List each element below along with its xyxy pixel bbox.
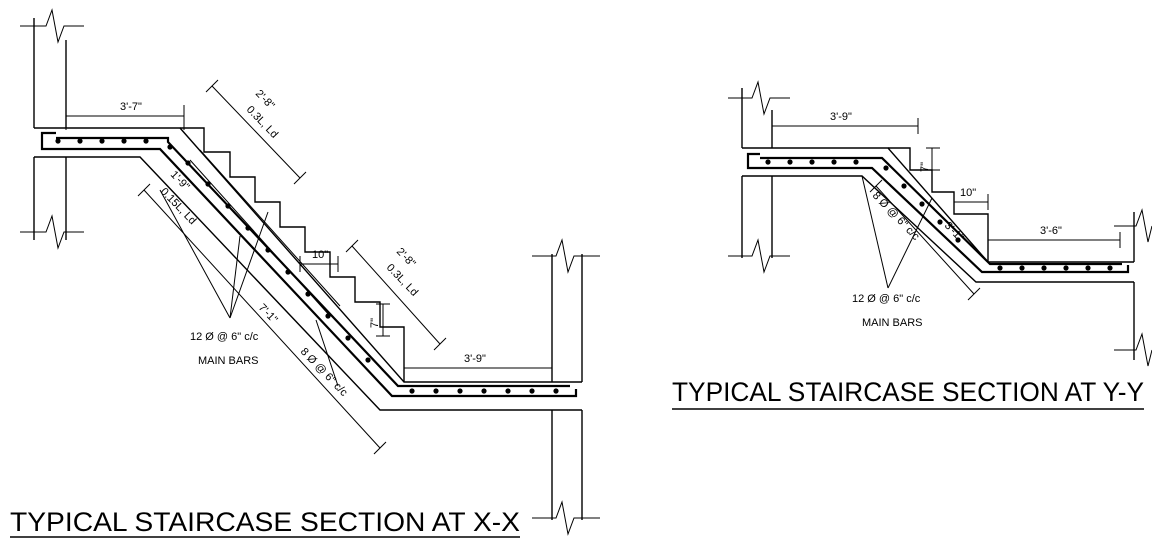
xx-dim-landing-bottom: 3'-9": [464, 353, 486, 365]
xx-right-wall: [532, 238, 600, 536]
xx-dim-flight: 7'-1": [256, 302, 280, 326]
xx-dim-anchor-lower-2: 0.3L, Ld: [384, 262, 420, 299]
xx-dim-anchor-bottom-2: 0.15L, Ld: [158, 186, 198, 227]
xx-note-main-bars-2: MAIN BARS: [198, 355, 259, 367]
section-yy: 3'-9" 7" 10" 3'-1" 3'-6" 8 Ø @ 6" c/c 12…: [672, 80, 1152, 410]
yy-dim-landing-top: 3'-9": [830, 111, 852, 123]
xx-dim-landing-top: 3'-7": [120, 101, 142, 113]
yy-dim-landing-bottom: 3'-6": [1040, 225, 1062, 237]
yy-dim-riser: 7": [919, 162, 931, 172]
yy-note-main-bars-1: 12 Ø @ 6" c/c: [852, 293, 921, 305]
yy-left-wall: [728, 80, 790, 274]
xx-note-main-bars-1: 12 Ø @ 6" c/c: [190, 331, 259, 343]
yy-note-dist-bars: 8 Ø @ 6" c/c: [870, 190, 922, 243]
yy-dimensions: [771, 118, 1121, 301]
yy-reinforcement: [746, 152, 1130, 274]
xx-note-dist-bars: 8 Ø @ 6" c/c: [298, 346, 350, 399]
xx-left-wall: [20, 8, 84, 250]
yy-dim-flight: 3'-1": [942, 220, 966, 244]
xx-dim-anchor-top-2: 0.3L, Ld: [244, 104, 280, 141]
yy-right-wall: [1114, 208, 1152, 367]
yy-note-main-bars-2: MAIN BARS: [862, 317, 923, 329]
section-xx: 3'-7" 2'-8" 0.3L, Ld 1'-9" 0.15L, Ld 10"…: [10, 8, 600, 538]
yy-dim-tread: 10": [960, 187, 976, 199]
xx-dimensions: [65, 79, 553, 455]
xx-title: TYPICAL STAIRCASE SECTION AT X-X: [10, 507, 520, 537]
yy-concrete-outline: [742, 147, 1134, 283]
xx-dim-tread: 10": [312, 249, 328, 261]
yy-title: TYPICAL STAIRCASE SECTION AT Y-Y: [672, 377, 1144, 407]
xx-dim-riser: 7": [369, 318, 381, 328]
xx-concrete-outline: [34, 127, 582, 411]
xx-reinforcement: [40, 131, 578, 398]
xx-labels: 3'-7" 2'-8" 0.3L, Ld 1'-9" 0.15L, Ld 10"…: [120, 88, 486, 399]
